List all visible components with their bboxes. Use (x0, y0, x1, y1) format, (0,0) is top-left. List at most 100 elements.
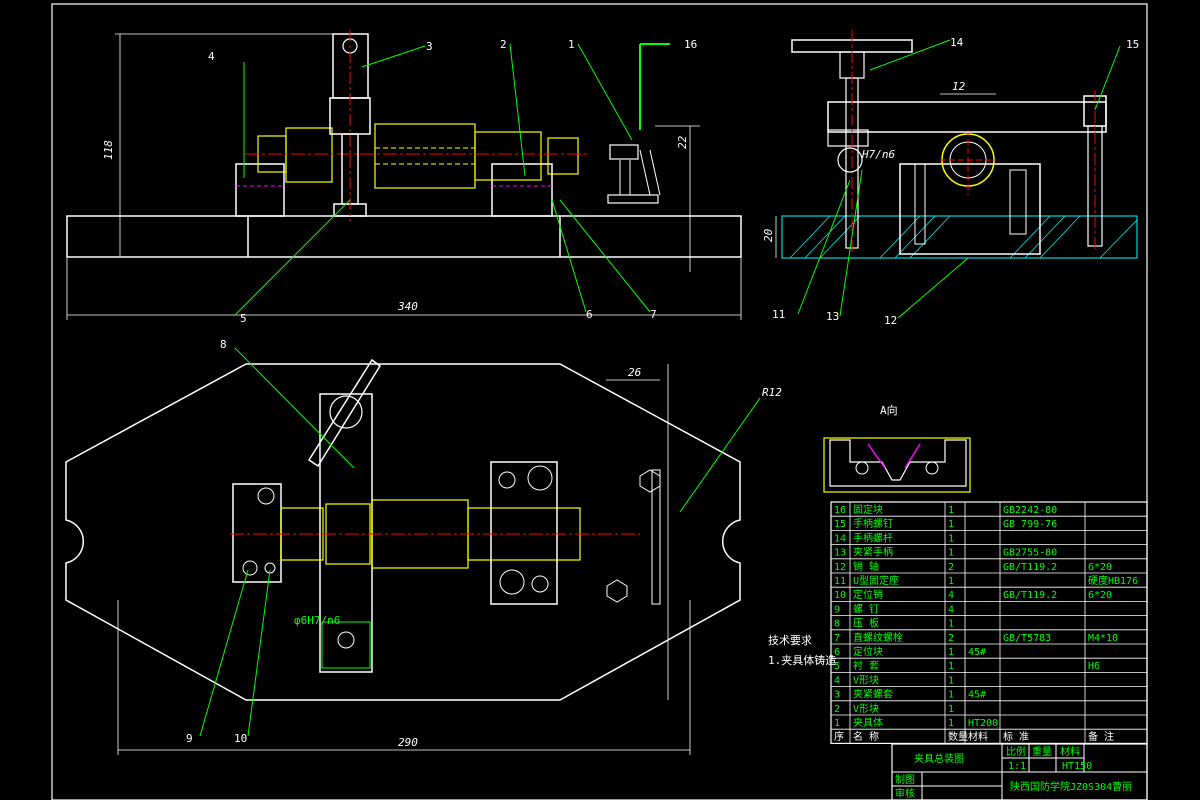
bom-cell-qty: 1 (948, 505, 954, 516)
bom-cell-name: V形块 (853, 674, 879, 686)
title-block: 夹具总装图 比例 重量 材料 1:1 HT150 陕西国防学院JZ0S304曹丽… (891, 743, 1148, 800)
checker-label: 审核 (895, 787, 915, 800)
scale-label: 比例 (1006, 745, 1026, 758)
bom-cell-name: 销 轴 (853, 560, 879, 573)
bom-cell-note: 6*20 (1088, 562, 1112, 573)
bom-header-name: 名 称 (853, 730, 879, 743)
bom-cell-std: GB2755-80 (1003, 548, 1057, 559)
bom-cell-name: 定位块 (853, 645, 883, 658)
dim-r12: R12 (762, 386, 782, 399)
bom-cell-no: 7 (834, 633, 840, 644)
bom-cell-name: 固定块 (853, 503, 883, 516)
bom-cell-name: 夹紧手柄 (853, 546, 893, 559)
bom-header-note: 备 注 (1088, 730, 1114, 743)
callout-2: 2 (500, 38, 507, 51)
bom-cell-qty: 2 (948, 633, 954, 644)
callout-9: 9 (186, 732, 193, 745)
designer-label: 制图 (895, 773, 915, 786)
bom-cell-no: 16 (834, 505, 846, 516)
bom-cell-name: U型固定座 (853, 574, 899, 587)
drawing-name: 夹具总装图 (914, 752, 964, 765)
dim-290: 290 (398, 736, 418, 749)
callout-13: 13 (826, 310, 839, 323)
front-view: 118 22 340 (66, 30, 742, 320)
bom-cell-name: 手柄螺杆 (853, 531, 893, 544)
bom-cell-no: 13 (834, 548, 846, 559)
callout-7: 7 (650, 308, 657, 321)
bom-cell-std: GB2242-80 (1003, 505, 1057, 516)
bom-cell-name: 手柄螺钉 (853, 517, 893, 530)
callout-numbers: 1 2 3 4 5 6 7 8 9 10 11 12 13 14 15 16 (186, 36, 1139, 745)
bom-cell-qty: 1 (948, 519, 954, 530)
bom-cell-note: M4*10 (1088, 633, 1118, 644)
tech-req-line1: 1.夹具体铸造 (768, 653, 836, 667)
fit-phi6: φ6H7/n6 (294, 614, 340, 627)
bom-cell-qty: 1 (948, 661, 954, 672)
callout-15: 15 (1126, 38, 1139, 51)
bom-cell-qty: 1 (948, 690, 954, 701)
school-name: 陕西国防学院JZ0S304曹丽 (1010, 780, 1132, 793)
bom-cell-no: 4 (834, 675, 840, 686)
bom-cell-qty: 4 (948, 590, 954, 601)
bom-cell-material: 45# (968, 690, 986, 701)
bom-cell-std: GB 799-76 (1003, 519, 1057, 530)
drawing-border (51, 3, 1148, 800)
bom-cell-name: 直螺纹螺栓 (853, 631, 903, 644)
a-view-label: A向 (880, 403, 898, 417)
bom-cell-qty: 4 (948, 604, 954, 615)
bom-cell-qty: 1 (948, 619, 954, 630)
bom-cell-no: 3 (834, 690, 840, 701)
bom-cell-name: 压 板 (853, 617, 879, 630)
bom-cell-std: GB/T119.2 (1003, 590, 1057, 601)
dim-340: 340 (397, 300, 418, 313)
bom-cell-qty: 1 (948, 576, 954, 587)
callout-12: 12 (884, 314, 897, 327)
bom-cell-note: 硬度HB176 (1088, 574, 1138, 587)
fit-h7n6: H7/n6 (861, 148, 895, 161)
callout-14: 14 (950, 36, 964, 49)
bom-cell-qty: 1 (948, 704, 954, 715)
callout-6: 6 (586, 308, 593, 321)
bom-cell-material: HT200 (968, 718, 998, 729)
dim-20: 20 (762, 228, 775, 242)
bom-cell-no: 10 (834, 590, 846, 601)
tech-req-title: 技术要求 (768, 634, 812, 647)
callout-4: 4 (208, 50, 215, 63)
bom-cell-no: 6 (834, 647, 840, 658)
callout-5: 5 (240, 312, 247, 325)
bom-cell-no: 15 (834, 519, 846, 530)
a-view: A向 (823, 403, 971, 493)
bom-cell-name: 螺 钉 (853, 603, 879, 615)
bom-cell-no: 5 (834, 661, 840, 672)
bom-cell-qty: 1 (948, 548, 954, 559)
bom-cell-material: 45# (968, 647, 986, 658)
bom-header-material: 材料 (968, 730, 988, 743)
bom-cell-name: 夹具体 (853, 716, 883, 729)
bom-cell-no: 1 (834, 718, 840, 729)
top-view: 26 290 R12 φ6H7/n6 (65, 347, 782, 755)
bom-cell-name: 定位销 (853, 588, 883, 601)
bom-cell-std: GB/T5783 (1003, 633, 1051, 644)
bom-header-std: 标 准 (1003, 731, 1029, 743)
dim-26: 26 (628, 366, 642, 379)
bom-cell-name: V形块 (853, 703, 879, 715)
material-value: HT150 (1062, 761, 1092, 772)
bom-cell-no: 11 (834, 576, 846, 587)
bom-cell-no: 8 (834, 619, 840, 630)
bom-cell-name: 衬 套 (853, 659, 879, 672)
bom-cell-no: 2 (834, 704, 840, 715)
callout-11: 11 (772, 308, 785, 321)
technical-requirements: 技术要求 1.夹具体铸造 (768, 634, 836, 667)
material-label: 材料 (1060, 745, 1080, 758)
weight-label: 重量 (1032, 745, 1052, 758)
bom-cell-no: 9 (834, 604, 840, 615)
bom-cell-name: 夹紧螺套 (853, 688, 893, 701)
dim-22: 22 (676, 135, 689, 149)
callout-10: 10 (234, 732, 247, 745)
callout-3: 3 (426, 40, 433, 53)
bom-cell-qty: 1 (948, 718, 954, 729)
bom-cell-qty: 1 (948, 675, 954, 686)
bom-header-no: 序 (834, 730, 844, 743)
